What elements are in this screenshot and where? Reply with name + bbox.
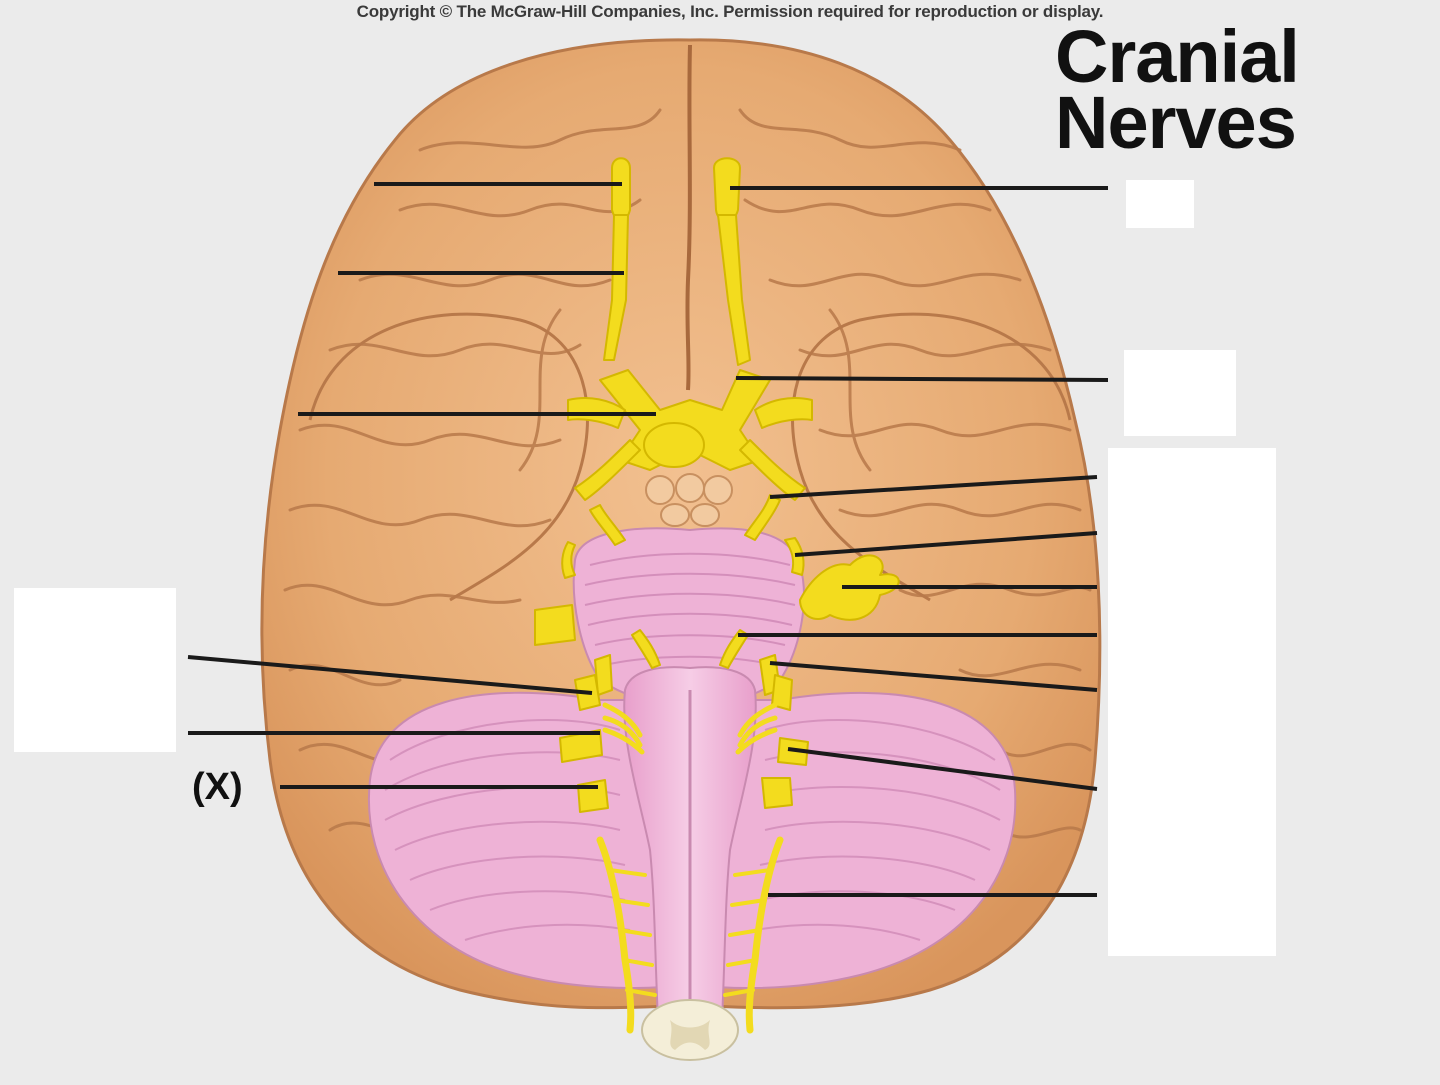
right-vagus-rootlets bbox=[735, 702, 778, 755]
label-box-right-3 bbox=[1108, 448, 1276, 956]
left-hypoglossal-nerve bbox=[577, 779, 609, 813]
right-accessory-nerve bbox=[745, 836, 784, 1034]
leader-line-right-2 bbox=[735, 376, 1109, 382]
leader-line-right-3 bbox=[769, 475, 1098, 499]
longitudinal-fissure bbox=[685, 44, 692, 391]
leader-line-right-4 bbox=[794, 531, 1098, 557]
left-abducens-nerve bbox=[631, 629, 661, 669]
leader-lines bbox=[187, 182, 1109, 897]
pons-striations bbox=[584, 552, 796, 666]
right-optic-tract bbox=[739, 439, 806, 501]
left-accessory-nerve bbox=[596, 836, 635, 1034]
left-trochlear-nerve bbox=[561, 541, 576, 579]
left-trigeminal-nerve bbox=[534, 604, 576, 646]
label-box-left bbox=[14, 588, 176, 752]
left-vagus-rootlets bbox=[602, 702, 645, 755]
right-olfactory-tract bbox=[717, 214, 751, 366]
optic-chiasma bbox=[599, 369, 771, 471]
right-hypoglossal-nerve bbox=[761, 777, 793, 809]
right-oculomotor-nerve bbox=[744, 494, 781, 541]
diagram-title: Cranial Nerves bbox=[1055, 15, 1300, 164]
right-trochlear-nerve bbox=[784, 537, 805, 576]
left-oculomotor-nerve bbox=[589, 504, 626, 546]
accessory-rootlets bbox=[608, 868, 772, 997]
left-olfactory-bulb bbox=[611, 157, 631, 223]
left-temporal-lobe bbox=[308, 312, 589, 602]
left-olfactory-tract bbox=[603, 214, 629, 361]
leader-line-right-7 bbox=[769, 661, 1098, 692]
title-line-1: Cranial bbox=[1055, 15, 1300, 98]
right-abducens-nerve bbox=[719, 629, 749, 669]
leader-line-left-4 bbox=[187, 655, 593, 695]
copyright-notice: Copyright © The McGraw-Hill Companies, I… bbox=[356, 2, 1104, 21]
left-optic-tract bbox=[574, 439, 641, 501]
label-box-right-2 bbox=[1124, 350, 1236, 436]
marker-x-label: (X) bbox=[192, 766, 243, 808]
gray-matter bbox=[670, 1020, 710, 1050]
right-optic-nerve bbox=[754, 397, 813, 429]
pituitary-stalk bbox=[643, 422, 705, 468]
title-line-2: Nerves bbox=[1055, 81, 1297, 164]
leader-line-right-8 bbox=[787, 747, 1098, 791]
right-vestibulocochlear-nerve bbox=[771, 674, 793, 711]
cranial-nerves bbox=[534, 157, 900, 1034]
hypothalamus-region bbox=[645, 473, 733, 527]
label-box-right-1 bbox=[1126, 180, 1194, 228]
right-temporal-lobe bbox=[791, 312, 1072, 602]
